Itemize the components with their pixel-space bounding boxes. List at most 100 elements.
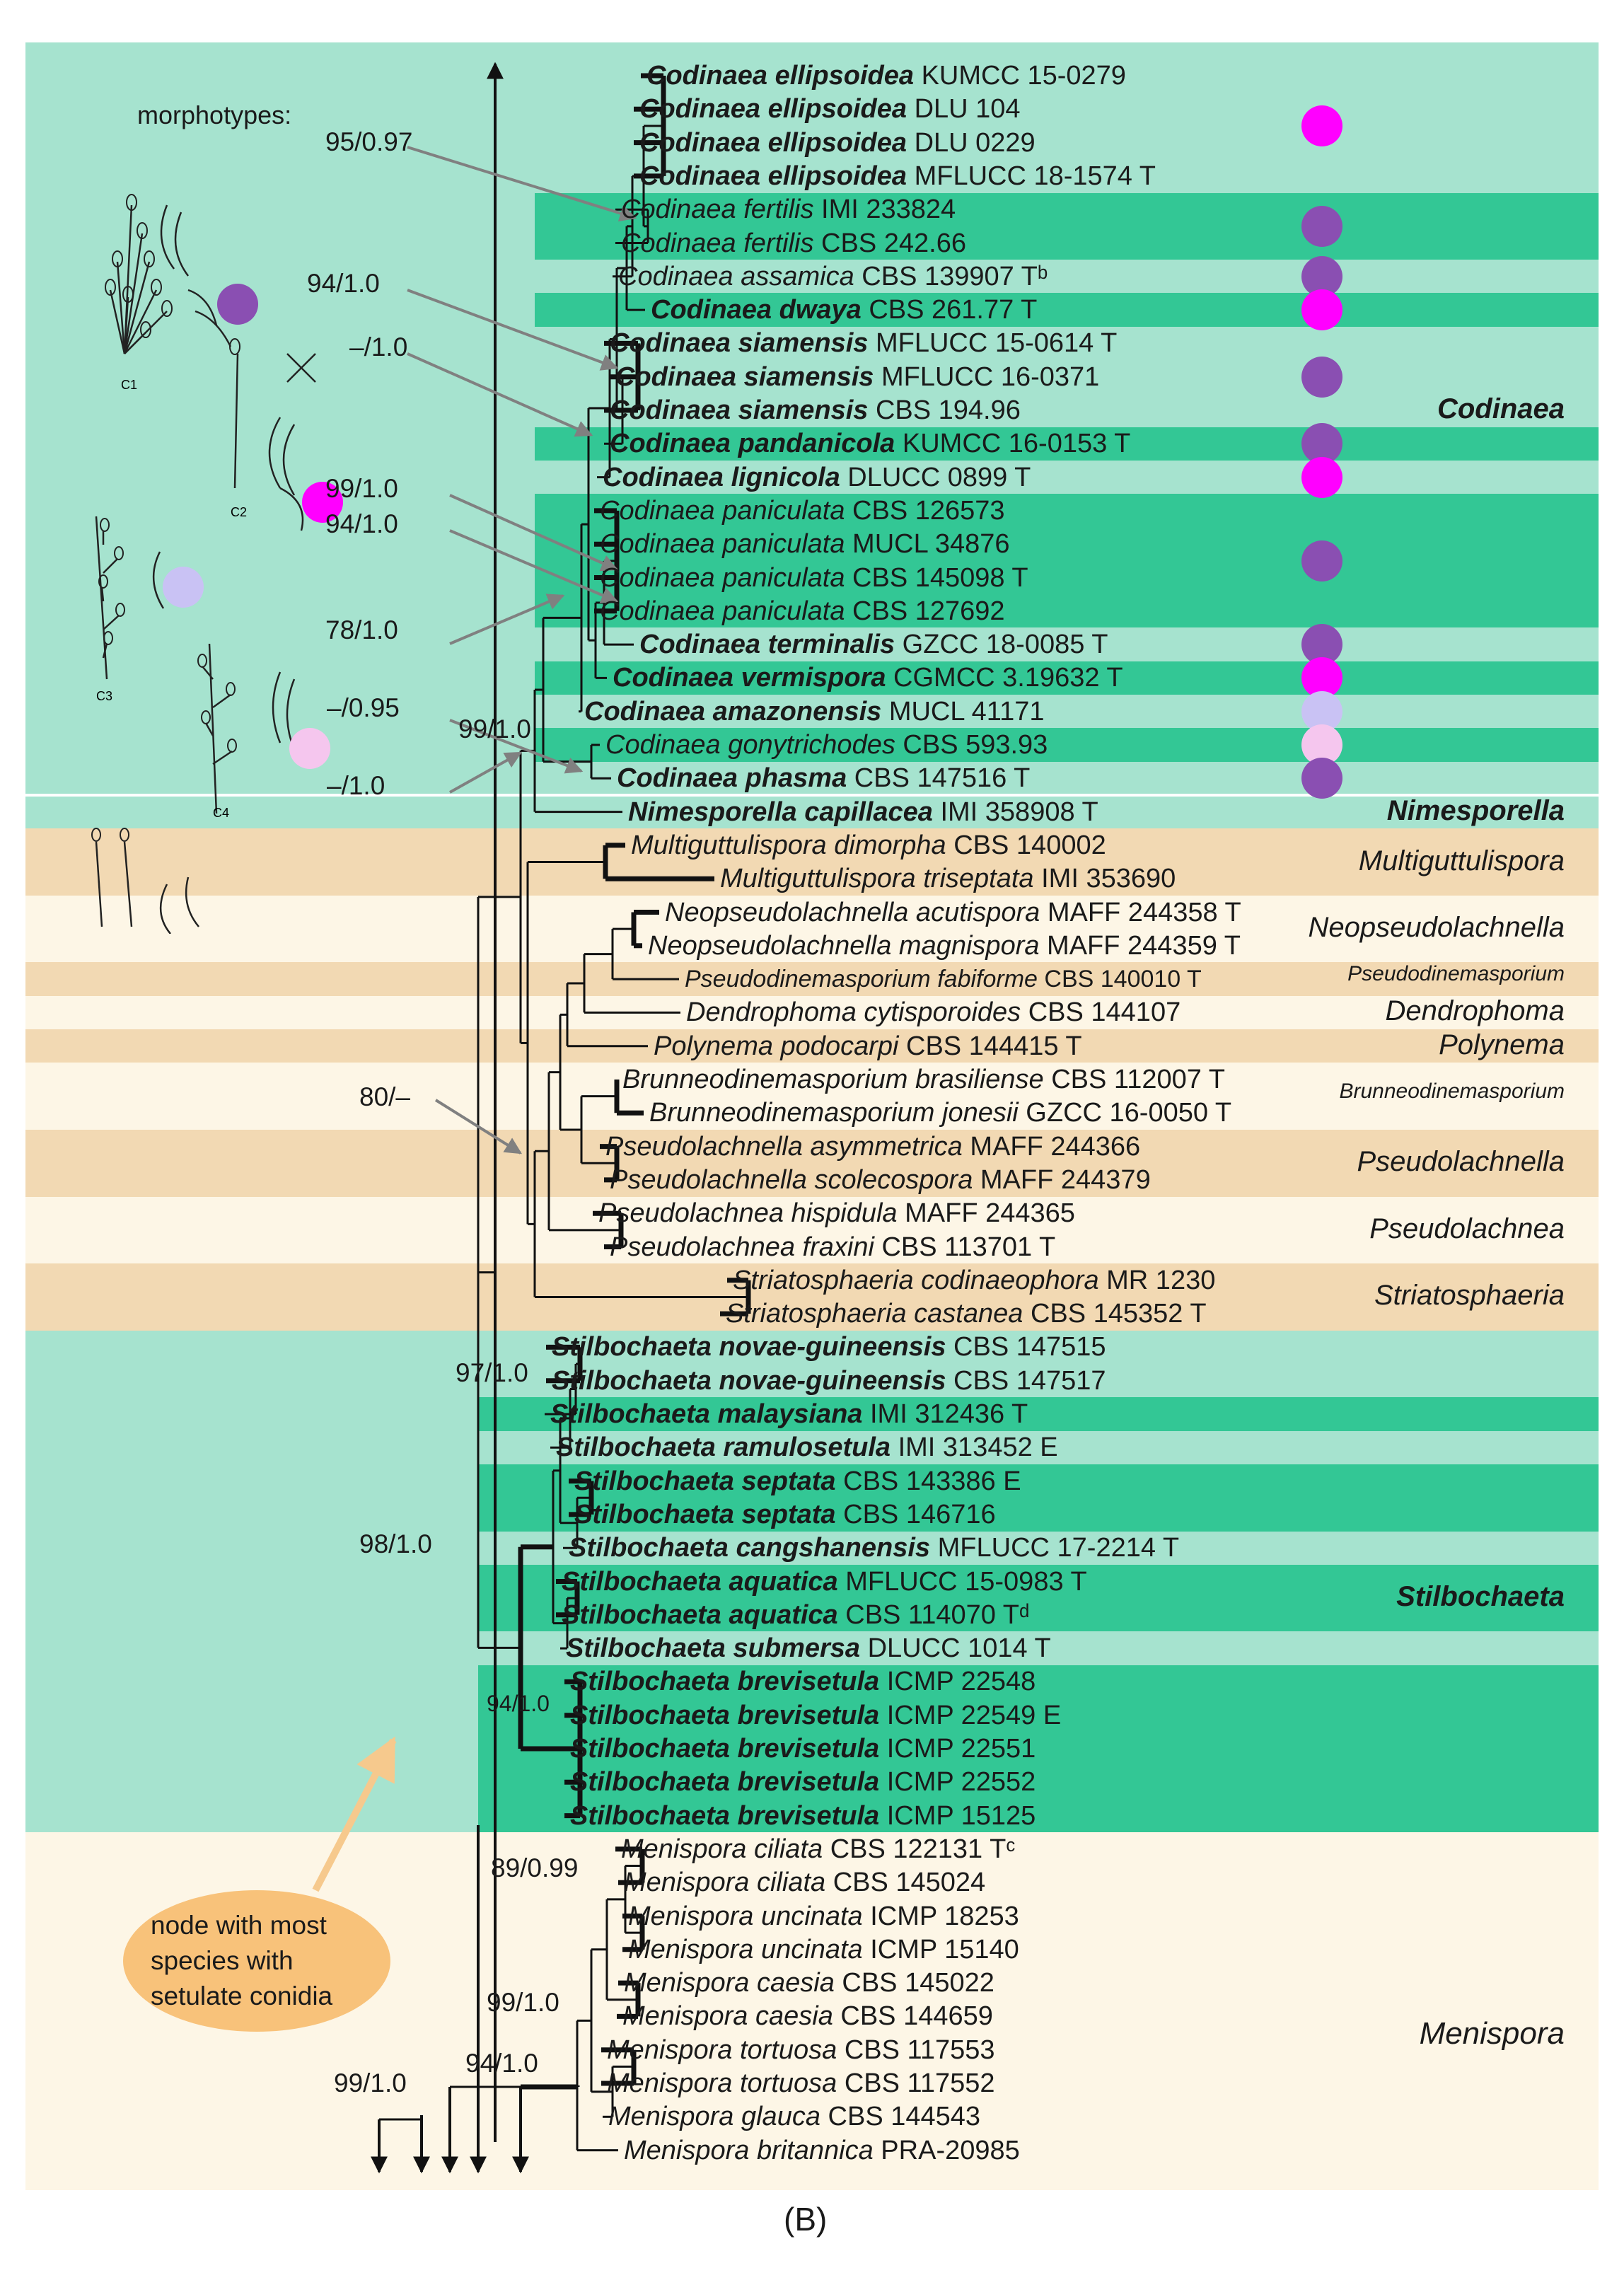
morphotype-conidium [122, 286, 134, 303]
morphotype-conidium [185, 876, 199, 927]
support-value: 98/1.0 [359, 1529, 432, 1558]
taxon-species: ciliata [749, 1868, 826, 1898]
band-species-stripe [478, 1397, 1599, 1431]
morphotype-stroke [103, 558, 118, 574]
taxon-species: septata [733, 1499, 836, 1529]
taxon-genus: Codinaea [600, 596, 715, 626]
morphotype-dot [217, 284, 258, 325]
taxon-species: ramulosetula [715, 1433, 891, 1463]
morphotype-stroke [95, 516, 108, 680]
taxon-label: Codinaea phasma CBS 147516 T [617, 763, 1030, 794]
morphotype-conidium [126, 194, 137, 211]
taxon-label: Stilbochaeta aquatica CBS 114070 Tᵈ [562, 1599, 1029, 1631]
morphotype-stroke [208, 643, 218, 814]
morphotype-conidium [161, 300, 173, 317]
morphotype-stroke [123, 841, 133, 927]
morphotype-conidium [201, 710, 211, 724]
clade-label-brunneodinemasporium: Brunneodinemasporium [1339, 1079, 1565, 1103]
taxon-label: Stilbochaeta brevisetula ICMP 22548 [570, 1666, 1036, 1697]
taxon-label: Stilbochaeta cangshanensis MFLUCC 17-221… [569, 1532, 1179, 1563]
band-polynema [25, 1029, 1599, 1063]
morphotype-conidium [103, 631, 113, 645]
taxon-voucher: DLUCC 0899 T [840, 462, 1031, 492]
taxon-voucher: CBS 147515 [946, 1332, 1106, 1362]
taxon-species: ellipsoidea [760, 127, 907, 158]
taxon-voucher: CBS 143386 E [835, 1466, 1021, 1496]
band-brunneodinemasporium [25, 1063, 1599, 1130]
taxon-voucher: MUCL 34876 [845, 529, 1010, 560]
taxon-label: Codinaea ellipsoidea KUMCC 15-0279 [646, 60, 1126, 91]
morphotype-stroke [202, 666, 214, 680]
taxon-voucher: MAFF 244365 [897, 1198, 1075, 1229]
taxon-genus: Striatosphaeria [726, 1299, 907, 1329]
taxon-species: caesia [749, 1968, 835, 1998]
taxon-species: caesia [748, 2001, 833, 2032]
taxon-voucher: IMI 312436 T [862, 1399, 1028, 1429]
taxon-species: lignicola [724, 462, 840, 492]
taxon-genus: Stilbochaeta [550, 1399, 710, 1429]
morphotype-stroke [301, 353, 316, 369]
taxon-species: aquatica [721, 1566, 838, 1597]
taxon-species: septata [733, 1466, 836, 1496]
taxon-label: Codinaea paniculata CBS 126573 [600, 495, 1005, 526]
taxon-voucher: DLU 104 [907, 94, 1021, 125]
support-pointer-arrow [407, 289, 619, 371]
taxon-voucher: IMI 358908 T [932, 797, 1098, 827]
taxon-genus: Codinaea [651, 295, 772, 325]
taxon-voucher: CBS 194.96 [868, 395, 1021, 425]
taxon-species: ciliata [746, 1834, 823, 1864]
taxon-voucher: CBS 114070 Tᵈ [837, 1599, 1030, 1630]
taxon-genus: Codinaea [617, 763, 738, 794]
morphotype-label: C2 [231, 505, 247, 519]
taxon-voucher: CBS 145022 [834, 1968, 994, 1998]
taxon-label: Menispora uncinata ICMP 15140 [628, 1934, 1019, 1965]
morphotype-conidium [140, 321, 151, 338]
taxon-voucher: CBS 242.66 [813, 228, 966, 258]
taxon-voucher: CBS 144415 T [898, 1031, 1082, 1061]
taxon-label: Codinaea paniculata CBS 127692 [600, 596, 1005, 627]
support-pointer-arrow [407, 352, 593, 437]
morphotype-conidium [279, 487, 304, 531]
morphotype-conidium [268, 417, 282, 489]
clade-label-pseudodinemasporium: Pseudodinemasporium [1347, 962, 1565, 986]
support-pointer-arrow [434, 1099, 523, 1155]
taxon-genus: Menispora [607, 2035, 733, 2065]
morphotype-stroke [286, 353, 302, 369]
band-pseudodinemasporium [25, 962, 1599, 996]
taxon-label: Stilbochaeta septata CBS 143386 E [574, 1466, 1021, 1497]
taxon-species: malaysiana [709, 1399, 863, 1429]
taxon-genus: Codinaea [639, 161, 761, 191]
morphotype-stroke [301, 367, 316, 383]
taxon-voucher: CBS 113701 T [874, 1232, 1056, 1262]
morphotype-conidium [100, 518, 110, 532]
morphotype-stroke [204, 722, 214, 736]
morphotype-conidium [98, 574, 108, 589]
taxon-voucher: KUMCC 16-0153 T [895, 429, 1131, 459]
taxon-voucher: CBS 147517 [946, 1365, 1106, 1396]
taxon-species: brevisetula [729, 1767, 880, 1798]
clade-label-neopseudolachnella: Neopseudolachnella [1308, 912, 1565, 944]
taxon-voucher: MFLUCC 15-0614 T [868, 328, 1118, 359]
taxon-genus: Codinaea [600, 495, 715, 526]
taxon-species: cangshanensis [728, 1533, 931, 1563]
taxon-genus: Stilbochaeta [566, 1633, 726, 1664]
support-value: 94/1.0 [465, 2049, 538, 2078]
taxon-genus: Codinaea [605, 730, 721, 760]
morphotype-conidium [226, 682, 236, 696]
taxon-voucher: CBS 117552 [837, 2068, 995, 2098]
taxon-species: paniculata [714, 529, 845, 560]
taxon-species: tortuosa [732, 2035, 837, 2065]
morphotype-conidium [174, 212, 190, 277]
taxon-voucher: IMI 353690 [1033, 864, 1176, 894]
taxon-voucher: MFLUCC 15-0983 T [837, 1566, 1087, 1597]
taxon-label: Menispora uncinata ICMP 18253 [628, 1901, 1019, 1932]
taxon-species: uncinata [753, 1901, 863, 1931]
taxon-species: gonytrichodes [720, 730, 895, 760]
morphotype-conidium [160, 204, 175, 270]
taxon-genus: Stilbochaeta [570, 1767, 730, 1798]
taxon-voucher: MAFF 244358 T [1040, 897, 1241, 927]
taxon-species: glauca [733, 2102, 820, 2132]
taxon-genus: Stilbochaeta [552, 1332, 712, 1362]
taxon-species: asymmetrica [802, 1131, 963, 1162]
